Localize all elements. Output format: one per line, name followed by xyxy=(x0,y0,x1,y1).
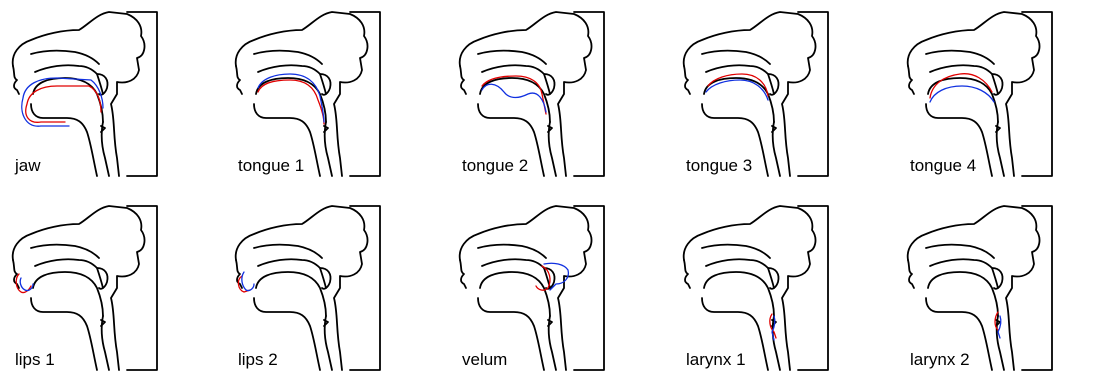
tract-outline xyxy=(702,245,770,258)
vocal-tract-diagram xyxy=(452,202,612,372)
panel-label: lips 1 xyxy=(13,350,57,370)
panel-label: tongue 2 xyxy=(460,156,530,176)
vocal-tract-panel-lips1: lips 1 xyxy=(5,202,165,372)
panel-label: jaw xyxy=(13,156,43,176)
tract-outline xyxy=(930,259,998,288)
panel-label: tongue 3 xyxy=(684,156,754,176)
panel-label: tongue 1 xyxy=(236,156,306,176)
tract-outline xyxy=(460,260,466,288)
tract-outline xyxy=(236,66,242,94)
tract-outline xyxy=(31,51,99,64)
tract-outline xyxy=(33,272,103,316)
tract-outline xyxy=(926,51,994,64)
panel-label: larynx 1 xyxy=(684,350,748,370)
tract-outline xyxy=(928,272,998,316)
vocal-tract-diagram xyxy=(5,202,165,372)
vocal-tract-panel-lips2: lips 2 xyxy=(228,202,388,372)
vocal-tract-diagram xyxy=(900,202,1060,372)
vocal-tract-diagram xyxy=(676,202,836,372)
tract-outline xyxy=(908,66,914,94)
blue-variant-curve xyxy=(930,86,994,102)
panel-label: lips 2 xyxy=(236,350,280,370)
tract-outline xyxy=(254,51,322,64)
vocal-tract-panel-velum: velum xyxy=(452,202,612,372)
tract-outline xyxy=(256,272,326,316)
tract-outline xyxy=(704,272,774,316)
tract-outline xyxy=(254,245,322,258)
vocal-tract-panel-larynx1: larynx 1 xyxy=(676,202,836,372)
tract-outline xyxy=(13,66,19,94)
tract-outline xyxy=(478,51,546,64)
tract-outline xyxy=(31,245,99,258)
blue-variant-curve xyxy=(482,84,546,112)
tract-outline xyxy=(35,259,103,288)
tract-outline xyxy=(702,51,770,64)
panel-label: larynx 2 xyxy=(908,350,972,370)
vocal-tract-panel-tongue4: tongue 4 xyxy=(900,8,1060,178)
vocal-tract-diagram xyxy=(900,8,1060,178)
tract-outline xyxy=(480,272,550,316)
vocal-tract-panel-larynx2: larynx 2 xyxy=(900,202,1060,372)
tract-outline xyxy=(482,259,550,288)
tract-outline xyxy=(478,245,546,258)
tract-outline xyxy=(460,66,466,94)
tract-outline xyxy=(706,259,774,288)
vocal-tract-diagram xyxy=(228,8,388,178)
vocal-tract-panel-tongue2: tongue 2 xyxy=(452,8,612,178)
panel-label: velum xyxy=(460,350,509,370)
vocal-tract-diagram xyxy=(5,8,165,178)
vocal-tract-diagram xyxy=(676,8,836,178)
vocal-tract-panel-tongue3: tongue 3 xyxy=(676,8,836,178)
tract-outline xyxy=(258,259,326,288)
tract-outline xyxy=(684,66,690,94)
tract-outline xyxy=(256,78,326,122)
vocal-tract-diagram xyxy=(452,8,612,178)
panel-label: tongue 4 xyxy=(908,156,978,176)
tract-outline xyxy=(33,78,103,122)
tract-outline xyxy=(684,260,690,288)
tract-outline xyxy=(930,65,998,94)
vocal-tract-diagram xyxy=(228,202,388,372)
vocal-tract-panel-tongue1: tongue 1 xyxy=(228,8,388,178)
vocal-tract-panel-jaw: jaw xyxy=(5,8,165,178)
tract-outline xyxy=(908,260,914,288)
tract-outline xyxy=(926,245,994,258)
blue-variant-curve xyxy=(998,316,1001,338)
blue-variant-curve xyxy=(242,272,254,291)
blue-variant-curve xyxy=(20,278,33,291)
